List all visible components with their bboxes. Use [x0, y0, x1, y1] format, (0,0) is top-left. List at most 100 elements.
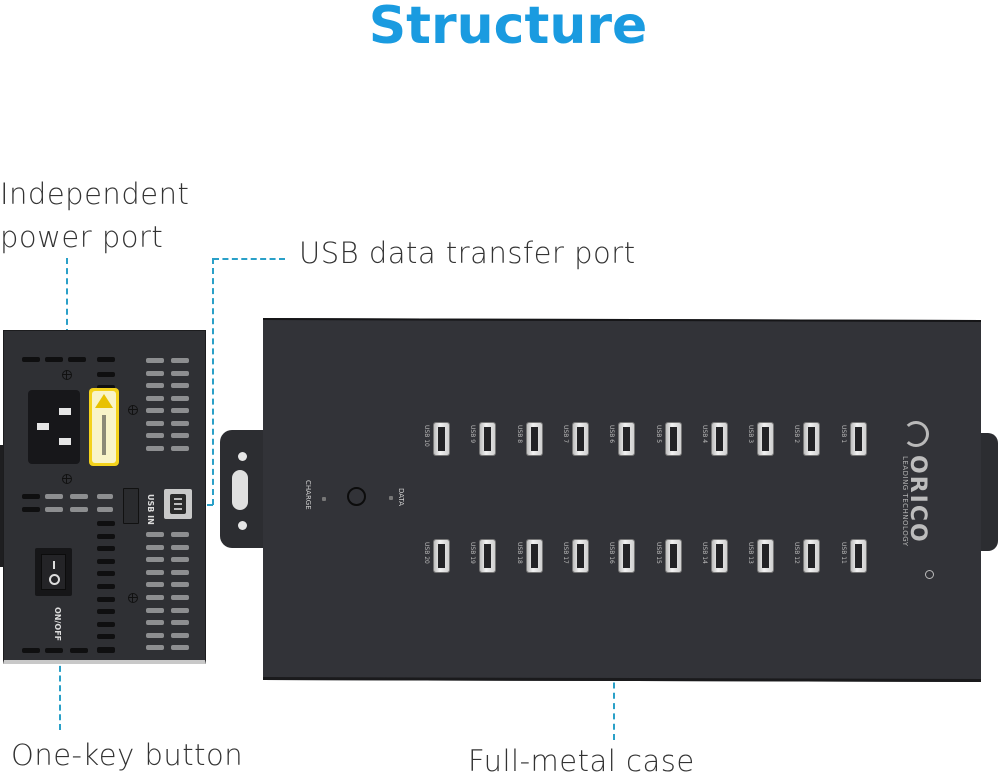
vent-slot	[97, 507, 113, 512]
vent-slot	[45, 494, 63, 499]
one-key-button[interactable]	[347, 487, 366, 506]
vent-slot	[45, 507, 63, 512]
vent-slot	[97, 648, 115, 653]
usb-port-label: USB 16	[608, 542, 616, 564]
vent-slot	[171, 358, 189, 363]
usb-a-port[interactable]	[758, 540, 774, 572]
vent-slot	[171, 557, 189, 563]
data-led	[389, 496, 393, 500]
vent-slot	[146, 420, 164, 426]
usb-port-label: USB 19	[469, 542, 477, 564]
switch-off-icon	[49, 574, 60, 585]
vent-slot	[171, 620, 189, 626]
usb-port-label: USB 15	[654, 542, 662, 564]
power-switch[interactable]	[41, 554, 66, 590]
usb-port-label: USB 12	[793, 542, 801, 564]
power-pin-icon	[37, 423, 49, 430]
metal-case	[263, 318, 981, 682]
usb-a-port[interactable]	[526, 423, 542, 455]
warning-label	[89, 388, 119, 466]
vent-slot	[146, 358, 164, 363]
vent-slot	[45, 648, 63, 653]
vent-slot	[97, 571, 115, 577]
usb-port-label: USB 5	[654, 425, 662, 444]
usb-a-port[interactable]	[850, 540, 866, 572]
vent-slot	[171, 420, 189, 426]
vent-slot	[97, 584, 115, 589]
vent-slot	[22, 648, 40, 653]
usb-a-port[interactable]	[572, 540, 588, 572]
callout-power-port-line2: power port	[0, 220, 164, 254]
usb-port-label: USB 2	[793, 425, 801, 444]
data-label: DATA	[397, 488, 405, 507]
usb-a-port[interactable]	[434, 423, 449, 455]
usb-a-port[interactable]	[619, 423, 635, 455]
usb-b-port[interactable]	[164, 489, 192, 519]
vent-slot	[146, 544, 164, 550]
vent-slot	[70, 507, 88, 512]
usb-port-label: USB 18	[515, 542, 523, 564]
screw-icon	[62, 370, 72, 380]
vent-slot	[70, 648, 88, 653]
usb-a-port[interactable]	[480, 423, 496, 455]
vent-slot	[146, 557, 164, 563]
usb-a-port[interactable]	[619, 540, 635, 572]
callout-metal-case: Full-metal case	[468, 744, 695, 778]
vent-slot	[97, 494, 113, 499]
usb-port-label: USB 9	[469, 425, 477, 444]
usb-a-port[interactable]	[665, 540, 681, 572]
charge-label: CHARGE	[304, 480, 312, 510]
vent-slot	[97, 533, 115, 539]
vent-slot	[146, 408, 164, 413]
ear-hole	[238, 452, 247, 461]
vent-slot	[146, 595, 164, 600]
vent-slot	[45, 357, 63, 362]
vent-slot	[171, 370, 189, 376]
usb-port-label: USB 11	[839, 542, 847, 564]
usb-a-port[interactable]	[434, 540, 449, 572]
ear-hole	[238, 521, 247, 530]
usb-a-port[interactable]	[572, 423, 588, 455]
side-slot	[123, 488, 139, 524]
power-socket[interactable]	[28, 390, 80, 464]
usb-a-port[interactable]	[665, 423, 681, 455]
screw-icon	[128, 593, 138, 603]
vent-slot	[171, 445, 189, 451]
vent-slot	[146, 569, 164, 575]
vent-slot	[146, 395, 164, 401]
usb-a-port[interactable]	[758, 423, 774, 455]
usb-a-port[interactable]	[711, 540, 727, 572]
vent-slot	[171, 595, 189, 600]
usb-port-label: USB 6	[608, 425, 616, 444]
vent-slot	[146, 645, 164, 651]
warning-triangle-icon	[95, 394, 113, 408]
vent-slot	[171, 582, 189, 588]
usb-port-label: USB 20	[423, 542, 430, 564]
callout-power-port-line1: Independent	[0, 177, 190, 211]
orico-logo-icon	[903, 421, 929, 447]
usb-a-port[interactable]	[850, 423, 866, 455]
charge-led	[322, 497, 326, 501]
vent-slot	[97, 372, 115, 377]
usb-a-port[interactable]	[804, 423, 820, 455]
usb-a-port[interactable]	[480, 540, 496, 572]
usb-in-label: USB IN	[146, 494, 155, 525]
vent-slot	[171, 607, 189, 613]
vent-slot	[171, 433, 189, 438]
usb-a-port[interactable]	[526, 540, 542, 572]
vent-slot	[171, 383, 189, 388]
usb-a-port[interactable]	[711, 423, 727, 455]
vent-slot	[97, 521, 115, 526]
vent-slot	[171, 408, 189, 413]
vent-slot	[146, 620, 164, 626]
vent-slot	[97, 357, 115, 362]
vent-slot	[68, 357, 86, 362]
callout-line-button	[59, 598, 61, 730]
on-off-label: ON/OFF	[53, 607, 62, 642]
usb-a-port[interactable]	[804, 540, 820, 572]
power-pin-icon	[59, 408, 71, 415]
vent-slot	[146, 607, 164, 613]
vent-slot	[146, 445, 164, 451]
vent-slot	[171, 632, 189, 638]
warning-text	[102, 415, 106, 455]
